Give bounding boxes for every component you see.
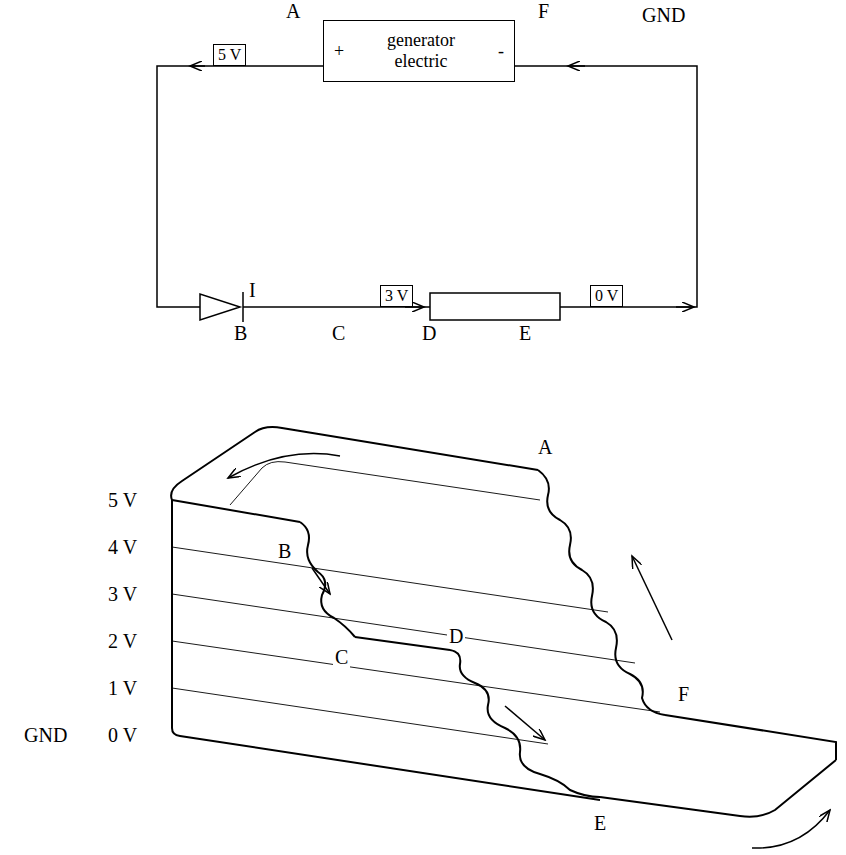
current-arrow <box>190 65 205 67</box>
flow-arrow <box>505 706 545 740</box>
current-label: I <box>247 279 258 301</box>
terminal-sign: - <box>498 41 504 62</box>
point-letter: B <box>276 540 293 562</box>
level-voltage: 2 V <box>106 630 139 652</box>
resistor-symbol <box>430 293 560 320</box>
voltage-value: 5 V <box>218 45 241 65</box>
current-arrow <box>676 306 694 308</box>
left-face <box>172 500 600 800</box>
current-arrow <box>568 65 585 67</box>
middle-plateau-edge <box>355 637 450 650</box>
diode-bar <box>242 292 244 322</box>
point-letter: A <box>536 436 554 458</box>
voltage-tag: 5 V <box>213 44 246 66</box>
point-letter: F <box>536 0 551 22</box>
flow-arrow <box>228 454 340 478</box>
ground-label: GND <box>640 4 687 26</box>
flow-arrow <box>752 810 830 848</box>
flow-arrow <box>312 568 330 594</box>
point-letter: F <box>676 683 691 705</box>
level-voltage: 5 V <box>106 489 139 511</box>
diode-symbol <box>200 294 240 320</box>
ground-front-edge <box>600 760 836 817</box>
level-voltage: 3 V <box>106 583 139 605</box>
ground-label: GND <box>22 724 69 746</box>
terminal-sign: + <box>334 41 344 62</box>
voltage-tag: 3 V <box>380 285 413 307</box>
level-voltage: 4 V <box>106 536 139 558</box>
generator-name: generator electric <box>371 30 471 72</box>
wire <box>515 66 697 307</box>
diode-cliff <box>300 522 355 637</box>
schematic-wires <box>157 66 697 322</box>
voltage-value: 0 V <box>595 286 618 306</box>
ground-plateau-edge <box>665 715 836 760</box>
voltage-tag: 0 V <box>590 285 623 307</box>
point-letter: C <box>330 322 347 344</box>
potential-landscape <box>171 427 836 848</box>
level-voltage: 1 V <box>106 677 139 699</box>
point-letter: D <box>420 322 438 344</box>
voltage-value: 3 V <box>385 286 408 306</box>
wire <box>157 66 323 307</box>
generator-box: + generator electric - <box>323 20 515 82</box>
plateau-front-edge <box>172 500 300 522</box>
flow-arrow <box>632 556 672 640</box>
generator-cliff <box>538 470 665 715</box>
point-letter: E <box>592 812 608 834</box>
point-letter: D <box>447 625 465 647</box>
point-letter: C <box>333 646 350 668</box>
level-voltage: 0 V <box>106 724 139 746</box>
top-plateau-edge <box>171 427 538 500</box>
point-letter: A <box>284 0 302 22</box>
point-letter: B <box>232 322 249 344</box>
point-letter: E <box>517 322 533 344</box>
level-lines <box>172 462 660 744</box>
resistor-cliff <box>450 650 600 797</box>
